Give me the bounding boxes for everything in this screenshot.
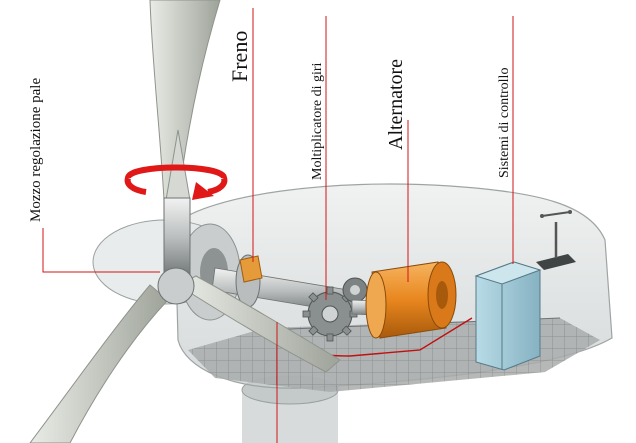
leader-lines bbox=[42, 8, 514, 443]
alternator bbox=[365, 261, 457, 339]
brake-disc bbox=[235, 254, 263, 308]
label-control: Sistemi di controllo bbox=[497, 68, 512, 178]
blade-lower-left bbox=[29, 284, 169, 443]
label-brake: Freno bbox=[227, 31, 252, 82]
label-alternator: Alternatore bbox=[385, 59, 407, 150]
leader-hub bbox=[42, 228, 160, 273]
blade-right bbox=[176, 275, 341, 373]
rotation-arrow-icon bbox=[124, 164, 228, 200]
wind-vane-icon bbox=[536, 210, 576, 270]
rotor-blades bbox=[29, 0, 341, 443]
control-system-box bbox=[474, 261, 542, 371]
label-gearbox: Moltiplicatore di giri bbox=[310, 62, 325, 180]
label-hub: Mozzo regolazione pale bbox=[28, 78, 44, 222]
